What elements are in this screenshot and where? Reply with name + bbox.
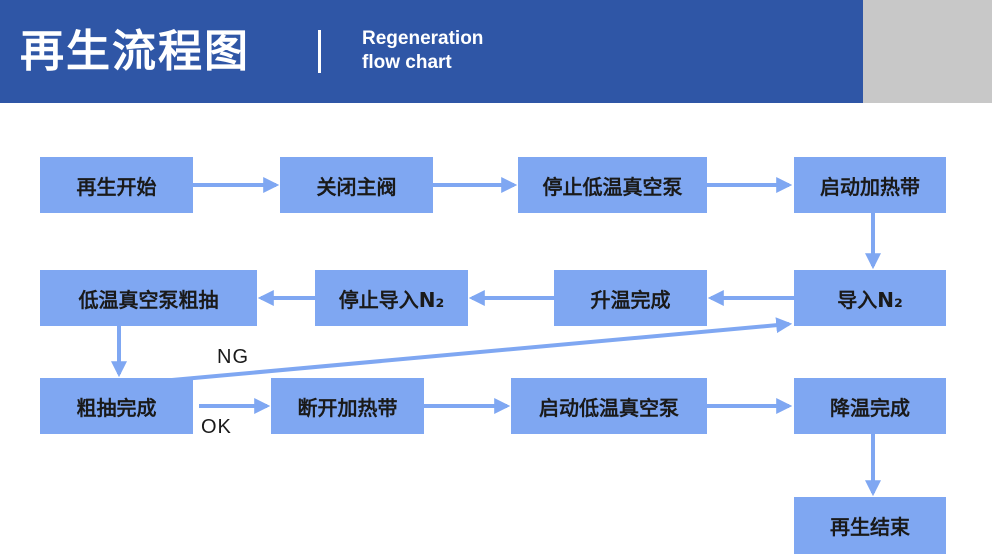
arrow-rough-done-ng-to-import-n2: [171, 317, 793, 382]
header-bar: [0, 0, 863, 103]
node-start: 再生开始: [40, 157, 193, 213]
node-heat-done: 升温完成: [554, 270, 707, 326]
node-rough-done: 粗抽完成: [40, 378, 193, 434]
node-end: 再生结束: [794, 497, 946, 554]
node-rough-pump: 低温真空泵粗抽: [40, 270, 257, 326]
subtitle-line-1: Regeneration: [362, 28, 484, 49]
header-side-block: [863, 0, 992, 103]
title-divider: [318, 30, 321, 73]
edge-label-ng: NG: [217, 346, 249, 368]
node-start-pump: 启动低温真空泵: [511, 378, 707, 434]
node-stop-pump: 停止低温真空泵: [518, 157, 707, 213]
node-cool-done: 降温完成: [794, 378, 946, 434]
edge-label-ok: OK: [201, 416, 232, 438]
node-stop-n2: 停止导入N₂: [315, 270, 468, 326]
page-title: 再生流程图: [20, 26, 250, 77]
node-stop-heater: 断开加热带: [271, 378, 424, 434]
subtitle-line-2: flow chart: [362, 52, 452, 73]
node-close-valve: 关闭主阀: [280, 157, 433, 213]
node-import-n2: 导入N₂: [794, 270, 946, 326]
page-subtitle: Regeneration flow chart: [362, 27, 483, 75]
node-start-heater: 启动加热带: [794, 157, 946, 213]
